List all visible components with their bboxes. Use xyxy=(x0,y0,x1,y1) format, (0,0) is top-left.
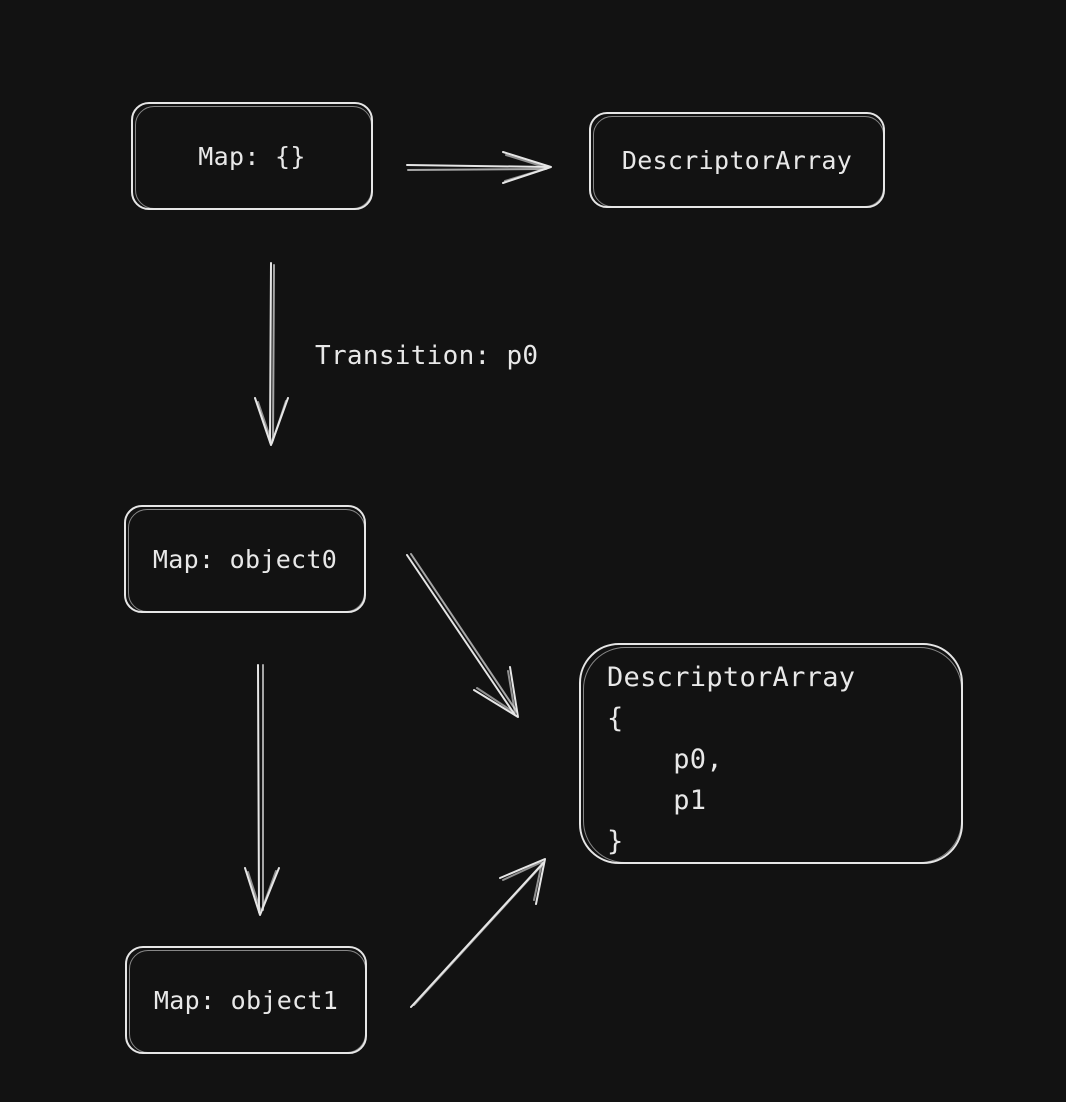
arrow-object0-to-descriptor-big xyxy=(406,553,519,718)
descriptor-array-big-node: DescriptorArray { p0, p1 } xyxy=(579,643,963,864)
map-empty-node: Map: {} xyxy=(131,102,373,210)
descriptor-array-item-p0: p0, xyxy=(607,744,723,775)
descriptor-array-top-node: DescriptorArray xyxy=(589,112,885,208)
descriptor-array-item-p1: p1 xyxy=(607,785,707,816)
descriptor-array-close-brace: } xyxy=(607,826,624,857)
map-object0-label: Map: object0 xyxy=(152,544,338,574)
transition-label: Transition: p0 xyxy=(315,341,539,371)
map-object1-label: Map: object1 xyxy=(153,985,339,1015)
map-object0-node: Map: object0 xyxy=(124,505,366,613)
map-empty-label: Map: {} xyxy=(198,141,306,171)
descriptor-array-open-brace: { xyxy=(607,703,624,734)
arrow-object1-to-descriptor-big xyxy=(410,858,546,1008)
descriptor-array-big-title: DescriptorArray xyxy=(607,662,856,693)
descriptor-array-top-label: DescriptorArray xyxy=(621,145,853,175)
arrow-map-empty-to-object0 xyxy=(254,262,289,446)
map-object1-node: Map: object1 xyxy=(125,946,367,1054)
arrow-map-empty-to-descriptor-top xyxy=(406,151,552,184)
arrow-object0-to-object1 xyxy=(244,664,280,916)
